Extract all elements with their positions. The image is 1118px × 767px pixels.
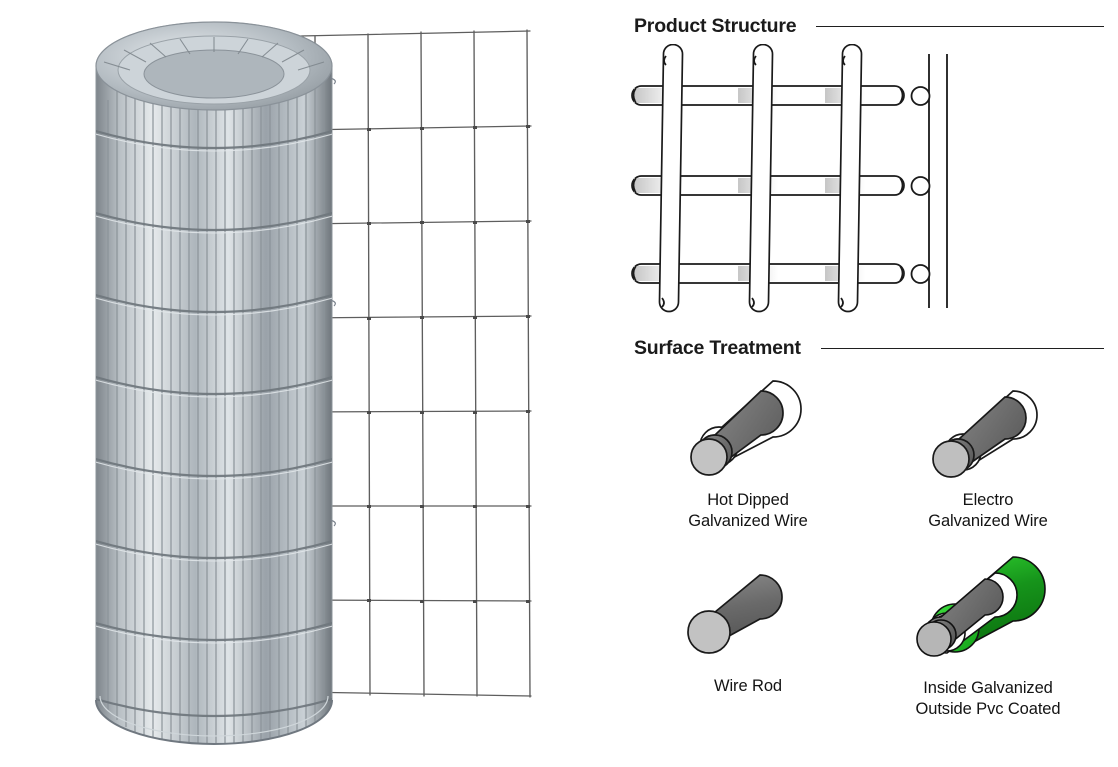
product-photo-illustration <box>95 21 532 745</box>
mesh-sheet <box>299 29 532 698</box>
product-photo-panel <box>95 21 532 745</box>
vertical-wire-2 <box>748 43 774 313</box>
surface-item-label: Inside Galvanized Outside Pvc Coated <box>915 679 1061 718</box>
side-view-node-2 <box>910 176 931 196</box>
side-view-node-1 <box>910 86 931 106</box>
heading-rule <box>820 348 1104 349</box>
hot-dipped-galvanized-wire-icon <box>638 365 858 483</box>
vertical-wire-1 <box>658 43 684 313</box>
info-column: Product Structure <box>620 0 1118 767</box>
inside-galvanized-outside-pvc-coated-icon <box>878 547 1098 669</box>
surface-item-hot-dipped-galvanized: Hot Dipped Galvanized Wire <box>638 365 858 531</box>
surface-item-label: Electro Galvanized Wire <box>928 491 1048 530</box>
surface-item-electro-galvanized: Electro Galvanized Wire <box>878 365 1098 531</box>
surface-item-label: Hot Dipped Galvanized Wire <box>688 491 808 530</box>
product-structure-title: Product Structure <box>634 15 797 37</box>
surface-item-label: Wire Rod <box>714 677 782 695</box>
mesh-roll <box>95 21 336 745</box>
electro-galvanized-wire-icon <box>878 365 1098 483</box>
heading-rule <box>816 26 1104 27</box>
surface-item-wire-rod: Wire Rod <box>638 555 858 697</box>
side-view <box>910 54 948 308</box>
surface-treatment-grid: Hot Dipped Galvanized Wire <box>630 365 1110 755</box>
surface-item-pvc-coated: Inside Galvanized Outside Pvc Coated <box>878 547 1098 719</box>
vertical-wires <box>658 43 863 313</box>
surface-treatment-title: Surface Treatment <box>634 337 801 359</box>
vertical-wire-3 <box>837 43 863 313</box>
welded-mesh-schematic <box>631 43 948 313</box>
product-structure-heading: Product Structure <box>634 15 1104 38</box>
wire-rod-icon <box>638 555 858 665</box>
side-view-node-3 <box>910 264 931 284</box>
product-structure-diagram <box>620 43 1020 319</box>
surface-treatment-heading: Surface Treatment <box>634 337 1104 360</box>
